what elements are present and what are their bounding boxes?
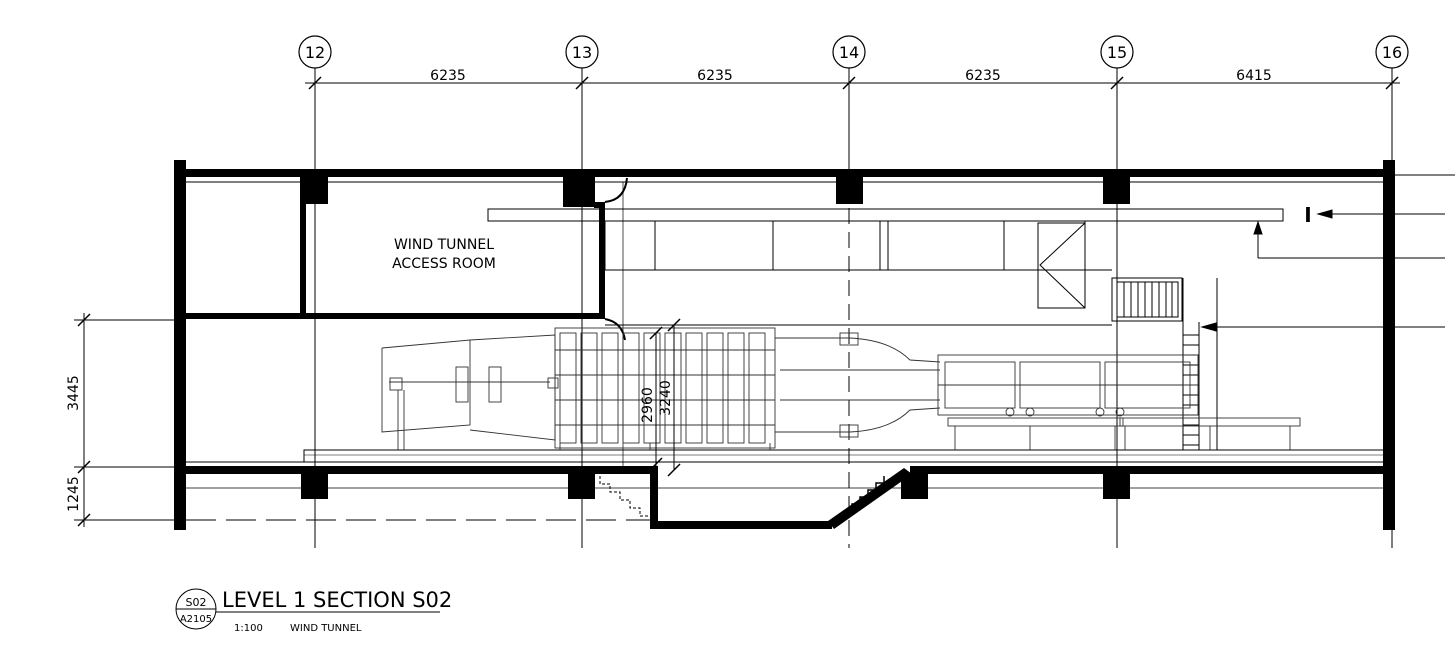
- grid-marker-12: 12: [298, 35, 332, 69]
- access-ladder: [1182, 278, 1218, 450]
- grid-marker-13: 13: [565, 35, 599, 69]
- section-marker-symbol: I: [1304, 203, 1311, 227]
- view-tag-sheet: A2105: [180, 614, 212, 625]
- grid-spacing-15-16: 6415: [1236, 68, 1272, 84]
- level-height-upper: 3445: [66, 375, 82, 411]
- grid-spacing-14-15: 6235: [965, 68, 1001, 84]
- wind-tunnel-equipment: [381, 327, 1301, 450]
- tunnel-platform: [303, 449, 1385, 463]
- pit-ramp: [828, 468, 912, 529]
- grid-dimension-chain: [305, 76, 1400, 90]
- grid-marker-14: 14: [832, 35, 866, 69]
- drawing-scale: 1:100: [234, 623, 263, 634]
- pit-stair: [836, 476, 885, 519]
- grid-marker-label: 13: [572, 43, 592, 62]
- level-dimension: [74, 313, 304, 527]
- tunnel-height-dimension: [649, 318, 681, 477]
- grid-marker-16: 16: [1375, 35, 1409, 69]
- view-tag-number: S02: [186, 596, 207, 609]
- overhead-beam: [487, 208, 1284, 309]
- tunnel-outer-height: 3240: [658, 380, 674, 416]
- door-swing-lower: [604, 318, 626, 341]
- tunnel-inner-height: 2960: [640, 387, 656, 423]
- grid-spacing-12-13: 6235: [430, 68, 466, 84]
- drawing-title-block: S02 A2105 LEVEL 1 SECTION S02 1:100 WIND…: [175, 588, 452, 634]
- drawing-subtitle: WIND TUNNEL: [290, 623, 362, 634]
- dashed-stair: [599, 476, 650, 517]
- room-label-line1: WIND TUNNEL: [394, 237, 494, 253]
- grid-marker-label: 15: [1107, 43, 1127, 62]
- section-marker: [1200, 209, 1445, 332]
- grid-marker-label: 12: [305, 43, 325, 62]
- door-swing-upper: [604, 177, 628, 203]
- grid-marker-label: 16: [1382, 43, 1402, 62]
- level-height-lower: 1245: [66, 476, 82, 512]
- grid-marker-15: 15: [1100, 35, 1134, 69]
- wall-grille: [1111, 277, 1183, 322]
- grid-marker-label: 14: [839, 43, 859, 62]
- building-structure: [174, 160, 1395, 530]
- room-label-line2: ACCESS ROOM: [392, 256, 496, 272]
- grid-lines: [314, 67, 1393, 548]
- grid-spacing-13-14: 6235: [697, 68, 733, 84]
- drawing-title: LEVEL 1 SECTION S02: [222, 588, 452, 612]
